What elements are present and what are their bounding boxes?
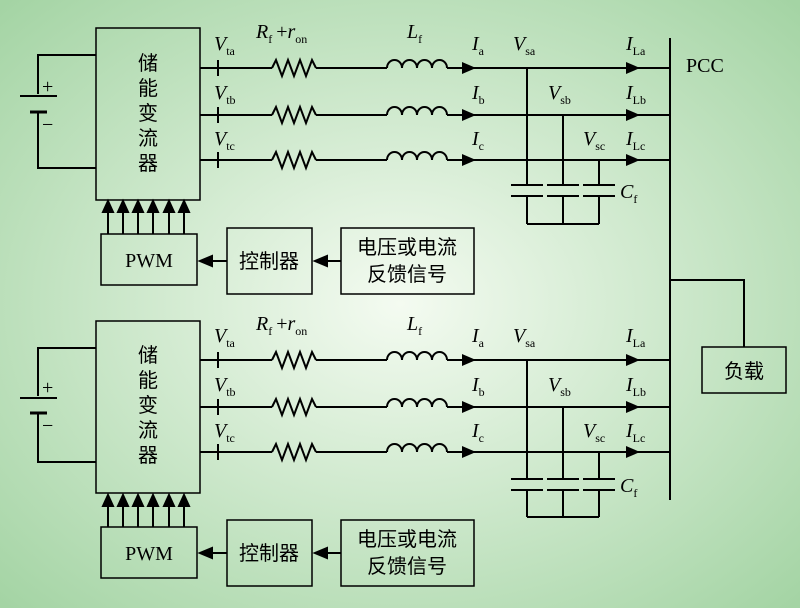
pcc-label: PCC: [686, 55, 724, 77]
ila-label: ILa: [625, 325, 646, 350]
load-box: [701, 346, 787, 394]
ilc-label: ILc: [625, 128, 645, 153]
gate-arrows-2: [101, 492, 191, 527]
pcc-bus: [669, 38, 745, 500]
feedback-label-line1: 电压或电流: [357, 235, 457, 259]
battery-plus-label: +: [42, 377, 53, 399]
vsc-label: Vsc: [583, 128, 605, 153]
ilb-label: ILb: [625, 374, 646, 399]
filter-capacitors-1: [511, 68, 615, 225]
converter-char-5: 器: [138, 151, 158, 175]
converter-unit-1: + − 储 能 变 流 器 PWM 控制器 电压或电流 反馈信号: [20, 21, 670, 295]
rf-label: Rf+ron: [255, 21, 307, 46]
lf-label: Lf: [406, 21, 422, 46]
vsa-label: Vsa: [513, 33, 536, 58]
vtb-label: Vtb: [214, 82, 236, 107]
vtb-label: Vtb: [214, 374, 236, 399]
feedback-label-line2: 反馈信号: [367, 262, 447, 286]
vsc-label: Vsc: [583, 420, 605, 445]
ila-label: ILa: [625, 33, 646, 58]
ib-label: Ib: [471, 374, 485, 399]
vta-label: Vta: [214, 33, 236, 58]
converter-unit-2: + − 储 能 变 流 器 PWM 控制器 电压或电流 反馈信号: [20, 313, 670, 587]
vtc-label: Vtc: [214, 128, 235, 153]
feedback-label-line2: 反馈信号: [367, 554, 447, 578]
battery-2: [20, 347, 96, 463]
controller-label: 控制器: [239, 541, 299, 565]
feedback-label-line1: 电压或电流: [357, 527, 457, 551]
ic-label: Ic: [471, 128, 484, 153]
signal-arrows-2: [197, 546, 341, 560]
vsb-label: Vsb: [548, 82, 571, 107]
rf-label: Rf+ron: [255, 313, 307, 338]
gate-arrows-1: [101, 198, 191, 234]
pwm-label: PWM: [125, 250, 173, 272]
converter-char-2: 能: [138, 76, 158, 100]
controller-label: 控制器: [239, 249, 299, 273]
pwm-box: [100, 233, 198, 286]
ilc-label: ILc: [625, 420, 645, 445]
ilb-label: ILb: [625, 82, 646, 107]
battery-minus-label: −: [42, 415, 53, 437]
ib-label: Ib: [471, 82, 485, 107]
lf-label: Lf: [406, 313, 422, 338]
vsb-label: Vsb: [548, 374, 571, 399]
battery-plus-label: +: [42, 76, 53, 98]
converter-char-2: 能: [138, 368, 158, 392]
current-arrows-2: [462, 354, 640, 458]
current-arrows-1: [462, 62, 640, 166]
battery-minus-label: −: [42, 114, 53, 136]
vta-label: Vta: [214, 325, 236, 350]
ia-label: Ia: [471, 33, 485, 58]
converter-char-3: 变: [138, 101, 158, 125]
converter-char-5: 器: [138, 443, 158, 467]
cf-label: Cf: [620, 181, 637, 206]
filter-capacitors-2: [511, 360, 615, 518]
ic-label: Ic: [471, 420, 484, 445]
pwm-label: PWM: [125, 543, 173, 565]
converter-char-4: 流: [138, 418, 158, 442]
load-label: 负载: [724, 359, 764, 383]
signal-arrows-1: [197, 254, 341, 268]
cf-label: Cf: [620, 475, 637, 500]
pwm-box: [100, 526, 198, 579]
converter-char-3: 变: [138, 393, 158, 417]
converter-char-4: 流: [138, 126, 158, 150]
converter-char-1: 储: [138, 343, 158, 367]
vtc-label: Vtc: [214, 420, 235, 445]
vsa-label: Vsa: [513, 325, 536, 350]
converter-char-1: 储: [138, 51, 158, 75]
ia-label: Ia: [471, 325, 485, 350]
battery-1: [20, 54, 96, 169]
